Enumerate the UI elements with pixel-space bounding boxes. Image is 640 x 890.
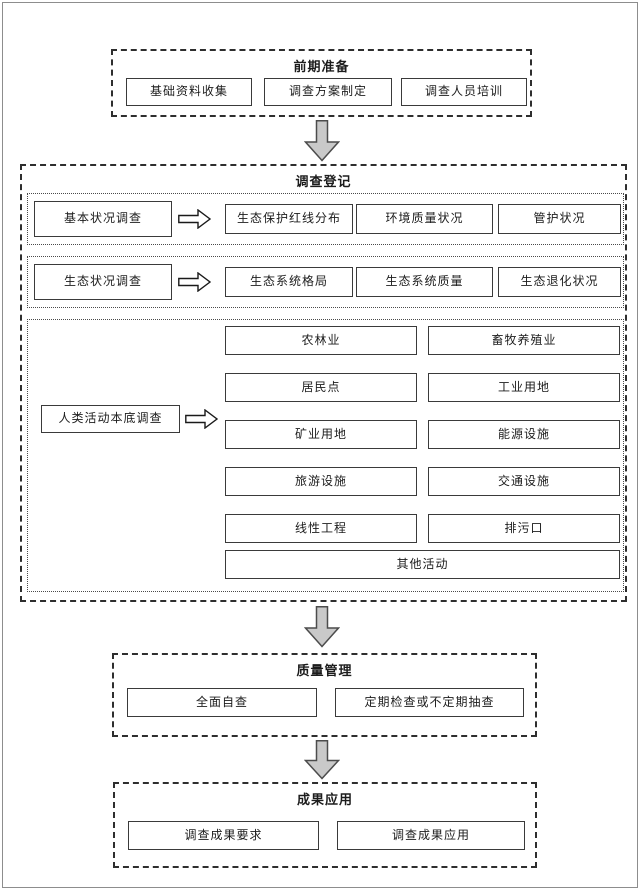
box-survey-plan: 调查方案制定 — [264, 78, 392, 106]
section-quality: 质量管理 全面自查 定期检查或不定期抽查 — [112, 653, 537, 737]
section-registration: 调查登记 基本状况调查 生态保护红线分布 环境质量状况 管护状况 生态状况调查 … — [20, 164, 627, 602]
section-preparation-title: 前期准备 — [293, 59, 350, 74]
box-environment-quality: 环境质量状况 — [356, 204, 493, 234]
down-arrow-icon — [304, 606, 340, 648]
section-application: 成果应用 调查成果要求 调查成果应用 — [113, 782, 537, 868]
right-arrow-icon — [185, 409, 218, 429]
right-arrow-icon — [178, 272, 211, 292]
box-industrial-land: 工业用地 — [428, 373, 620, 402]
box-basic-status-survey: 基本状况调查 — [34, 201, 172, 237]
box-livestock-breeding: 畜牧养殖业 — [428, 326, 620, 355]
box-sewage-outlet: 排污口 — [428, 514, 620, 543]
box-result-requirements: 调查成果要求 — [128, 821, 319, 850]
section-preparation: 前期准备 基础资料收集 调查方案制定 调查人员培训 — [111, 49, 532, 117]
box-management-status: 管护状况 — [498, 204, 621, 234]
box-full-self-check: 全面自查 — [127, 688, 317, 717]
box-eco-degradation: 生态退化状况 — [498, 267, 621, 297]
down-arrow-icon — [304, 120, 340, 162]
box-human-activity-survey: 人类活动本底调查 — [41, 405, 180, 433]
box-periodic-inspection: 定期检查或不定期抽查 — [335, 688, 524, 717]
box-eco-status-survey: 生态状况调查 — [34, 264, 172, 300]
section-application-title: 成果应用 — [296, 792, 353, 807]
section-registration-title: 调查登记 — [295, 174, 352, 189]
box-ecosystem-pattern: 生态系统格局 — [225, 267, 353, 297]
box-result-application: 调查成果应用 — [337, 821, 525, 850]
box-personnel-training: 调查人员培训 — [401, 78, 527, 106]
box-transport-facility: 交通设施 — [428, 467, 620, 496]
subsection-eco-status: 生态状况调查 生态系统格局 生态系统质量 生态退化状况 — [27, 256, 624, 308]
box-tourism-facility: 旅游设施 — [225, 467, 417, 496]
box-residential-area: 居民点 — [225, 373, 417, 402]
box-redline-distribution: 生态保护红线分布 — [225, 204, 353, 234]
box-basic-data-collection: 基础资料收集 — [126, 78, 252, 106]
section-quality-title: 质量管理 — [296, 663, 353, 678]
box-energy-facility: 能源设施 — [428, 420, 620, 449]
subsection-basic-status: 基本状况调查 生态保护红线分布 环境质量状况 管护状况 — [27, 193, 624, 245]
box-mining-land: 矿业用地 — [225, 420, 417, 449]
down-arrow-icon — [304, 740, 340, 780]
box-other-activities: 其他活动 — [225, 550, 620, 579]
box-agriculture-forestry: 农林业 — [225, 326, 417, 355]
right-arrow-icon — [178, 209, 211, 229]
subsection-human-activity: 人类活动本底调查 农林业 畜牧养殖业 居民点 工业用地 矿业用地 能源设施 旅游… — [27, 319, 624, 592]
box-linear-project: 线性工程 — [225, 514, 417, 543]
box-ecosystem-quality: 生态系统质量 — [356, 267, 493, 297]
